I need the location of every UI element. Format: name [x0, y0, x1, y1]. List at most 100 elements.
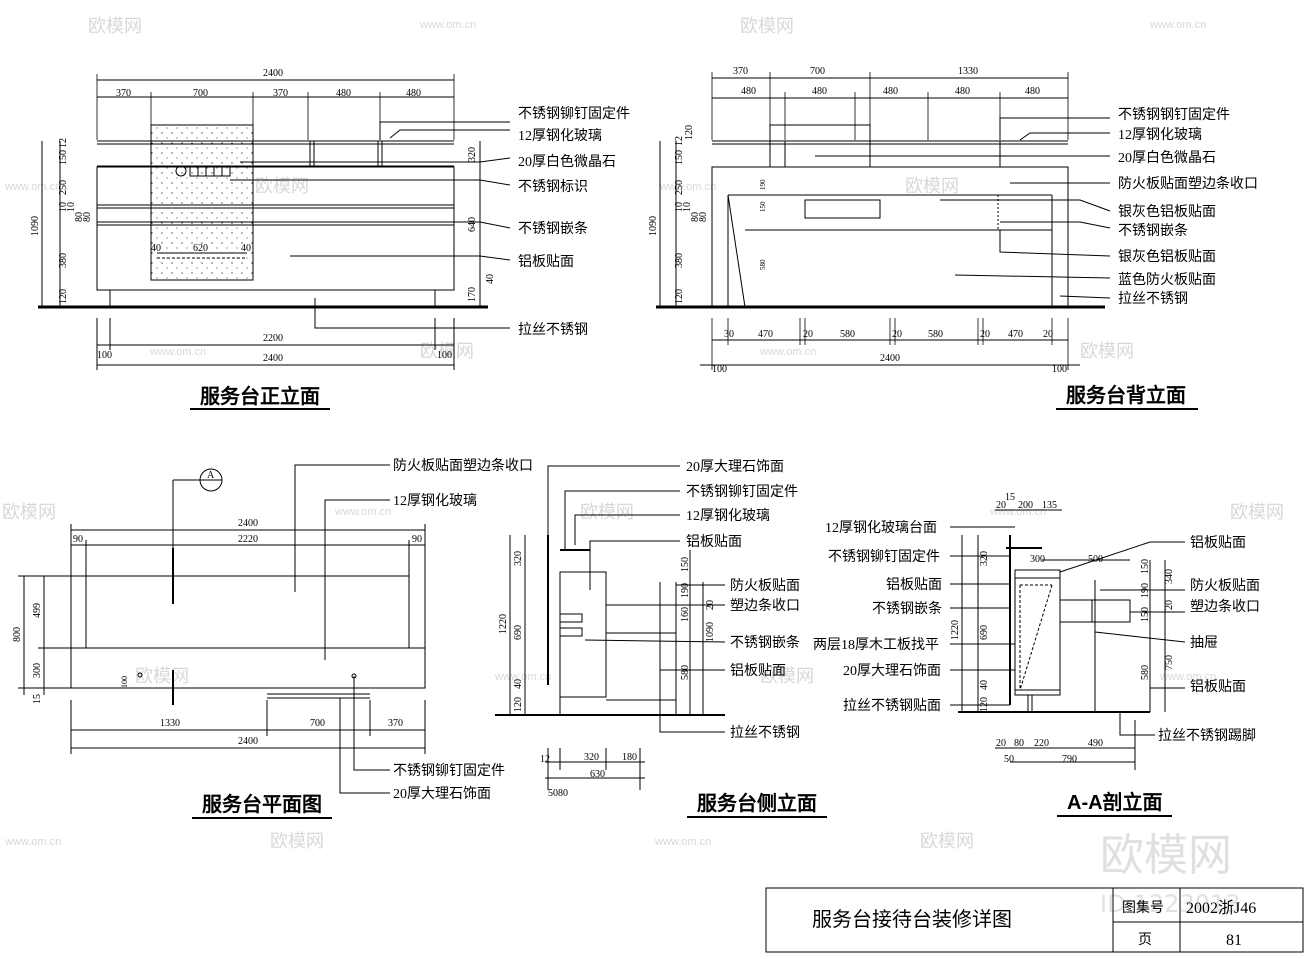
watermark-site: www.om.cn [654, 836, 711, 848]
dim-label: 90 [73, 534, 83, 545]
dim-label: 80 [82, 212, 93, 222]
section-left-dims: 320 1220 690 40 120 [950, 551, 990, 712]
callout-label: 20厚大理石饰面 [686, 459, 784, 475]
watermark-brand: 欧模网 [1230, 502, 1284, 522]
dim-label: 15 [1005, 492, 1015, 503]
watermark-site: www.om.cn [494, 671, 551, 683]
dim-label: 690 [513, 625, 524, 640]
watermark-site: www.om.cn [759, 346, 816, 358]
dim-label: 150 [1140, 607, 1151, 622]
dim-label: 15 [32, 694, 43, 704]
callout-label: 银灰色铝板贴面 [1118, 248, 1216, 265]
dim-label: 10 [58, 202, 69, 212]
dim-label: 1220 [498, 614, 509, 634]
callout-label: 不锈钢标识 [518, 179, 588, 195]
dim-label: 2400 [238, 518, 258, 529]
watermark-brand: 欧模网 [420, 341, 474, 361]
dim-label: 100 [1052, 364, 1067, 375]
dim-label: 340 [1164, 569, 1175, 584]
side-right-dims: 150 190 20 160 1090 580 [680, 557, 716, 680]
dim-label: 370 [733, 66, 748, 77]
dim-label: 300 [32, 663, 43, 678]
dim-label: 135 [1042, 500, 1057, 511]
dim-label: 20 [1043, 329, 1053, 340]
callout-label: 不锈钢嵌条 [730, 634, 800, 651]
callout-label: 银灰色铝板贴面 [1118, 203, 1216, 220]
dim-label: 370 [116, 88, 131, 99]
section-top-dims: 15 20 200 135 300 500 [996, 492, 1103, 565]
callout-label: 不锈钢铆钉固定件 [828, 549, 940, 565]
watermark-site: www.om.cn [4, 836, 61, 848]
dim-label: 480 [741, 86, 756, 97]
dim-label: 100 [97, 350, 112, 361]
callout-label: 12厚钢化玻璃 [393, 492, 477, 509]
plan-top-dims: 2400 90 2220 90 [73, 518, 422, 545]
dim-label: 1330 [160, 718, 180, 729]
watermark-site: www.om.cn [334, 506, 391, 518]
dim-label: 12 [674, 136, 685, 146]
dim-label: 80 [698, 212, 709, 222]
side-left-dims: 320 1220 690 40 120 [498, 551, 524, 712]
watermark-brand: 欧模网 [1080, 341, 1134, 361]
title-block-page-label: 页 [1138, 933, 1152, 948]
watermark-brand: 欧模网 [905, 176, 959, 196]
callout-label: 拉丝不锈钢 [1118, 291, 1188, 307]
callout-label: 拉丝不锈钢 [518, 322, 588, 338]
dim-label: 40 [241, 243, 251, 254]
section-mark-letter: A [207, 470, 215, 481]
plan-title: 服务台平面图 [202, 792, 322, 816]
dim-label: 370 [388, 718, 403, 729]
dim-label: 20 [996, 500, 1006, 511]
back-callouts: 不锈钢钢钉固定件 12厚钢化玻璃 20厚白色微晶石 防火板贴面塑边条收口 银灰色… [1118, 107, 1258, 307]
plan-left-dims: 800 499 300 15 100 [12, 603, 129, 704]
dim-label: 700 [310, 718, 325, 729]
callout-label: 铝板贴面 [886, 577, 942, 593]
section-bottom-dims: 20 80 220 490 50 790 [996, 738, 1103, 765]
watermark-site: www.om.cn [1159, 671, 1216, 683]
callout-label: 12厚钢化玻璃 [686, 507, 770, 524]
dim-label: 20 [980, 329, 990, 340]
dim-label: 320 [467, 147, 478, 162]
title-block-atlas-value: 2002浙J46 [1186, 899, 1256, 917]
dim-label: 580 [759, 259, 767, 270]
callout-label: 防火板贴面塑边条收口 [393, 457, 533, 474]
dim-label: 490 [1088, 738, 1103, 749]
dim-label: 180 [622, 752, 637, 763]
dim-label: 370 [273, 88, 288, 99]
side-elevation: 320 1220 690 40 120 150 190 20 160 1090 … [495, 459, 827, 818]
dim-label: 580 [680, 665, 691, 680]
dim-label: 160 [680, 607, 691, 622]
dim-label: 480 [336, 88, 351, 99]
dim-label: 10 [66, 202, 77, 212]
dim-label: 10 [682, 202, 693, 212]
dim-label: 40 [979, 680, 990, 690]
callout-label: 塑边条收口 [730, 597, 800, 614]
watermark-brand: 欧模网 [760, 666, 814, 686]
callout-label: 20厚白色微晶石 [518, 153, 616, 170]
dim-label: 320 [979, 551, 990, 566]
section-callouts-left: 12厚钢化玻璃台面 不锈钢铆钉固定件 铝板贴面 不锈钢嵌条 两层18厚木工板找平… [813, 519, 942, 714]
dim-label: 190 [759, 179, 767, 190]
front-left-dims: 1090 12 150 250 10 10 80 80 380 120 40 6… [30, 138, 496, 304]
dim-label: 800 [12, 627, 23, 642]
dim-label: 120 [58, 289, 69, 304]
front-top-dims: 2400 370 700 370 480 480 [116, 68, 421, 99]
callout-label: 12厚钢化玻璃台面 [825, 519, 937, 536]
watermark-big-brand: 欧模网 [1100, 830, 1232, 881]
dim-label: 12 [58, 138, 69, 148]
callout-label: 蓝色防火板贴面 [1118, 271, 1216, 288]
callout-label: 不锈钢嵌条 [1118, 222, 1188, 239]
dim-label: 320 [513, 551, 524, 566]
dim-label: 690 [979, 625, 990, 640]
front-callouts: 不锈钢铆钉固定件 12厚钢化玻璃 20厚白色微晶石 不锈钢标识 不锈钢嵌条 铝板… [518, 106, 630, 338]
dim-label: 170 [467, 287, 478, 302]
dim-label: 40 [513, 679, 524, 689]
watermark-brand: 欧模网 [580, 502, 634, 522]
dim-label: 80 [1014, 738, 1024, 749]
dim-label: 380 [58, 253, 69, 268]
dim-label: 80 [74, 212, 85, 222]
dim-label: 470 [1008, 329, 1023, 340]
dim-label: 480 [883, 86, 898, 97]
